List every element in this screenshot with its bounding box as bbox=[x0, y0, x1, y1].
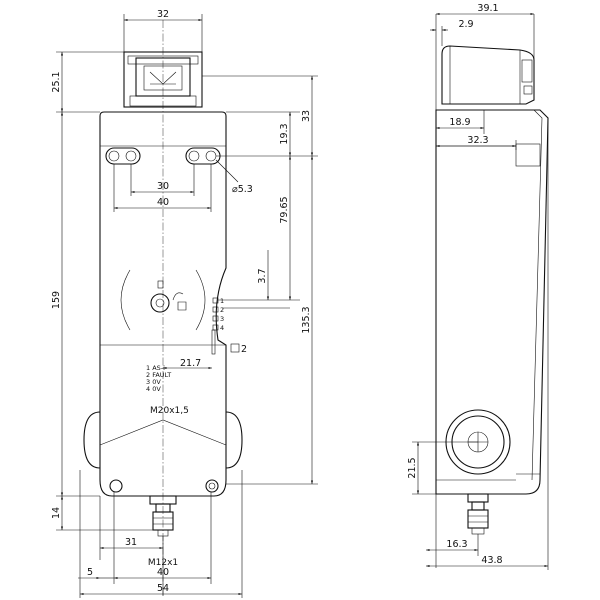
gland-left bbox=[83, 411, 101, 469]
side-m12-connector bbox=[467, 493, 489, 535]
front-view: 1 2 3 4 2 1 AS-i 2 FAULT 3 0V 4 0V M20x1… bbox=[51, 9, 318, 598]
aux-release-lock-icon bbox=[150, 280, 187, 313]
dim-side-39-1: 39.1 bbox=[477, 3, 498, 14]
mounting-slot-right bbox=[185, 147, 221, 165]
m12-connector bbox=[149, 495, 177, 537]
head-outline bbox=[123, 51, 203, 108]
terminal-legend: 1 AS-i 2 FAULT 3 0V 4 0V bbox=[146, 364, 171, 393]
led-2: 2 bbox=[220, 306, 224, 314]
dim-side-43-8: 43.8 bbox=[481, 555, 502, 566]
box-marker-label: 2 bbox=[241, 344, 247, 355]
dim-side-32-3: 32.3 bbox=[467, 135, 488, 146]
dim-side-21-5: 21.5 bbox=[407, 457, 418, 478]
dim-bottom-40: 40 bbox=[157, 567, 169, 578]
bottom-hole-right bbox=[205, 479, 219, 493]
terminal-4: 4 0V bbox=[146, 385, 161, 393]
connector-label: M12x1 bbox=[148, 558, 178, 568]
dim-top-width: 32 bbox=[157, 9, 169, 20]
dim-19-3: 19.3 bbox=[279, 123, 290, 144]
dim-79-65: 79.65 bbox=[279, 196, 290, 223]
dim-side-18-9: 18.9 bbox=[449, 117, 470, 128]
dim-total-height: 159 bbox=[51, 291, 62, 309]
dim-hole-dia: ⌀5.3 bbox=[232, 184, 253, 195]
dim-21-7: 21.7 bbox=[180, 358, 201, 369]
terminal-2: 2 FAULT bbox=[146, 371, 171, 379]
actuator-head bbox=[123, 51, 203, 108]
terminal-3: 3 0V bbox=[146, 378, 161, 386]
dim-3-7: 3.7 bbox=[257, 268, 268, 283]
side-body-outline bbox=[435, 109, 549, 495]
housing-outline bbox=[99, 111, 227, 497]
dim-hole-spacing-30: 30 bbox=[157, 181, 169, 192]
dim-side-2-9: 2.9 bbox=[458, 19, 473, 30]
cable-gland-label: M20x1,5 bbox=[150, 406, 189, 416]
gland-right bbox=[225, 411, 243, 469]
dim-head-height: 25.1 bbox=[51, 71, 62, 92]
side-view: 39.1 2.9 18.9 32.3 21.5 16.3 43.8 bbox=[407, 3, 549, 570]
dim-bottom-31: 31 bbox=[125, 537, 137, 548]
dim-33: 33 bbox=[301, 110, 312, 122]
dim-side-16-3: 16.3 bbox=[446, 539, 467, 550]
dim-bottom-14: 14 bbox=[51, 507, 62, 519]
bottom-hole-left bbox=[109, 479, 123, 493]
terminal-1: 1 AS-i bbox=[146, 364, 165, 372]
box-marker bbox=[230, 343, 240, 353]
dim-bottom-5: 5 bbox=[87, 567, 93, 578]
led-1: 1 bbox=[220, 297, 224, 305]
led-3: 3 bbox=[220, 315, 224, 323]
dim-bottom-54: 54 bbox=[157, 583, 169, 594]
led-4: 4 bbox=[220, 324, 224, 332]
led-indicators: 1 2 3 4 bbox=[211, 297, 224, 355]
mounting-slot-left bbox=[105, 147, 141, 165]
dim-135-3: 135.3 bbox=[301, 306, 312, 333]
dim-hole-spacing-40: 40 bbox=[157, 197, 169, 208]
